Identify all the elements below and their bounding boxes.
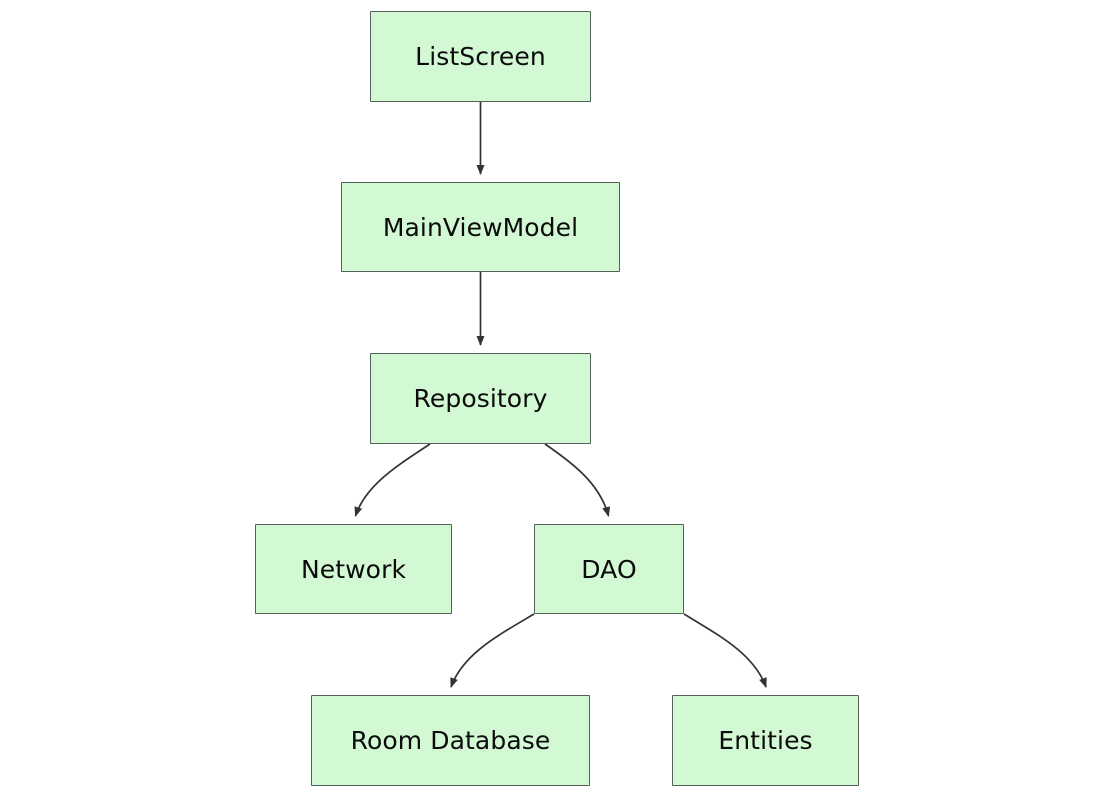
- node-label-mainviewmodel: MainViewModel: [382, 212, 579, 242]
- node-label-entities: Entities: [718, 726, 813, 755]
- node-mainviewmodel[interactable]: MainViewModel: [341, 182, 620, 272]
- node-label-listscreen: ListScreen: [415, 42, 546, 71]
- edge-dao-entities: [683, 613, 767, 688]
- node-roomdatabase[interactable]: Room Database: [311, 695, 590, 786]
- edge-repository-dao: [544, 443, 611, 517]
- node-network[interactable]: Network: [255, 524, 452, 614]
- node-label-network: Network: [300, 554, 407, 584]
- node-label-roomdatabase: Room Database: [350, 726, 551, 755]
- node-label-dao: DAO: [581, 554, 637, 584]
- node-entities[interactable]: Entities: [672, 695, 859, 786]
- node-listscreen[interactable]: ListScreen: [370, 11, 591, 102]
- node-dao[interactable]: DAO: [534, 524, 684, 614]
- node-repository[interactable]: Repository: [370, 353, 591, 444]
- edge-dao-roomdatabase: [450, 613, 535, 688]
- edge-repository-network: [354, 443, 431, 517]
- node-label-repository: Repository: [413, 384, 548, 413]
